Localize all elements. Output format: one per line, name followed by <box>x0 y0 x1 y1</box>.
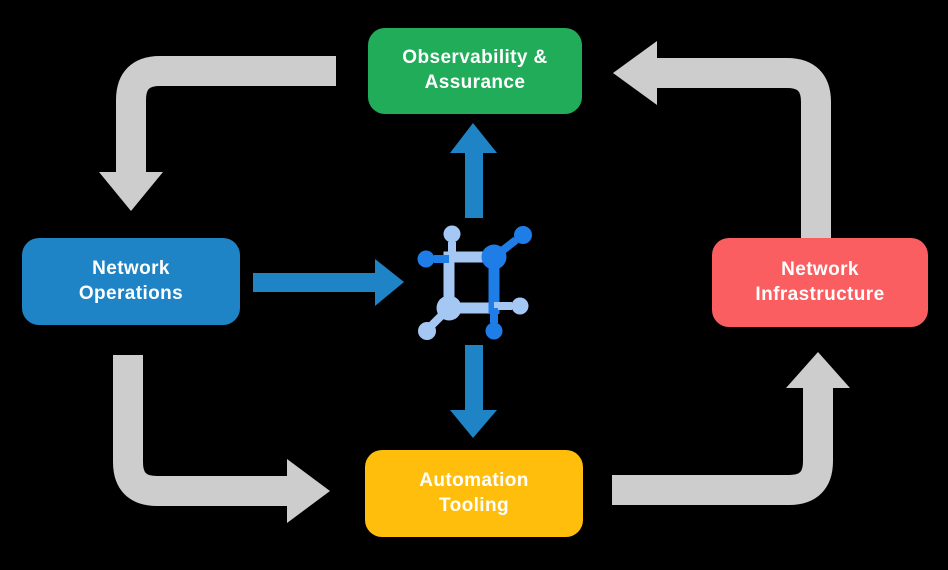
arrow-shaft <box>116 56 336 173</box>
arrow-center-to-automation-icon <box>450 345 497 438</box>
mesh-node-bottom <box>485 322 503 340</box>
node-label-line1: Observability & <box>402 47 548 69</box>
arrow-infrastructure-to-observability <box>613 41 831 238</box>
arrow-head-down-icon <box>99 172 163 211</box>
node-network-infrastructure: Network Infrastructure <box>712 238 928 327</box>
arrow-head-left-icon <box>613 41 657 105</box>
mesh-corner-node-top-right <box>481 244 507 270</box>
node-label-line2: Tooling <box>439 494 509 516</box>
node-label-line2: Assurance <box>424 72 526 93</box>
arrow-head-right-icon <box>287 459 330 523</box>
arrow-shaft <box>113 355 288 506</box>
node-label-line1: Network <box>781 258 859 280</box>
arrow-operations-to-automation <box>113 355 330 523</box>
mesh-node-bottom-left <box>418 322 436 340</box>
node-network-operations: Network Operations <box>22 238 240 325</box>
arrow-shaft <box>656 58 831 238</box>
node-label-line2: Infrastructure <box>755 283 885 305</box>
arrow-shaft <box>612 388 833 505</box>
mesh-node-top <box>443 225 461 243</box>
arrow-center-to-observability-icon <box>450 123 497 218</box>
mesh-node-right <box>511 297 529 315</box>
arrow-head-up-icon <box>786 352 850 388</box>
node-automation-tooling: Automation Tooling <box>365 450 583 537</box>
mesh-node-top-right <box>514 226 532 244</box>
mesh-square-light-edges <box>443 251 494 314</box>
arrow-observability-to-operations <box>99 56 336 211</box>
node-label-line2: Operations <box>78 282 184 304</box>
node-label-line1: Network <box>92 257 170 279</box>
arrow-operations-to-center-icon <box>253 259 404 306</box>
node-observability-assurance: Observability & Assurance <box>368 28 582 114</box>
network-mesh-icon <box>417 225 532 340</box>
node-label-line1: Automation <box>419 469 529 491</box>
mesh-corner-node-bottom-left <box>436 295 462 321</box>
arrow-automation-to-infrastructure <box>612 352 850 505</box>
mesh-node-left <box>417 250 435 268</box>
